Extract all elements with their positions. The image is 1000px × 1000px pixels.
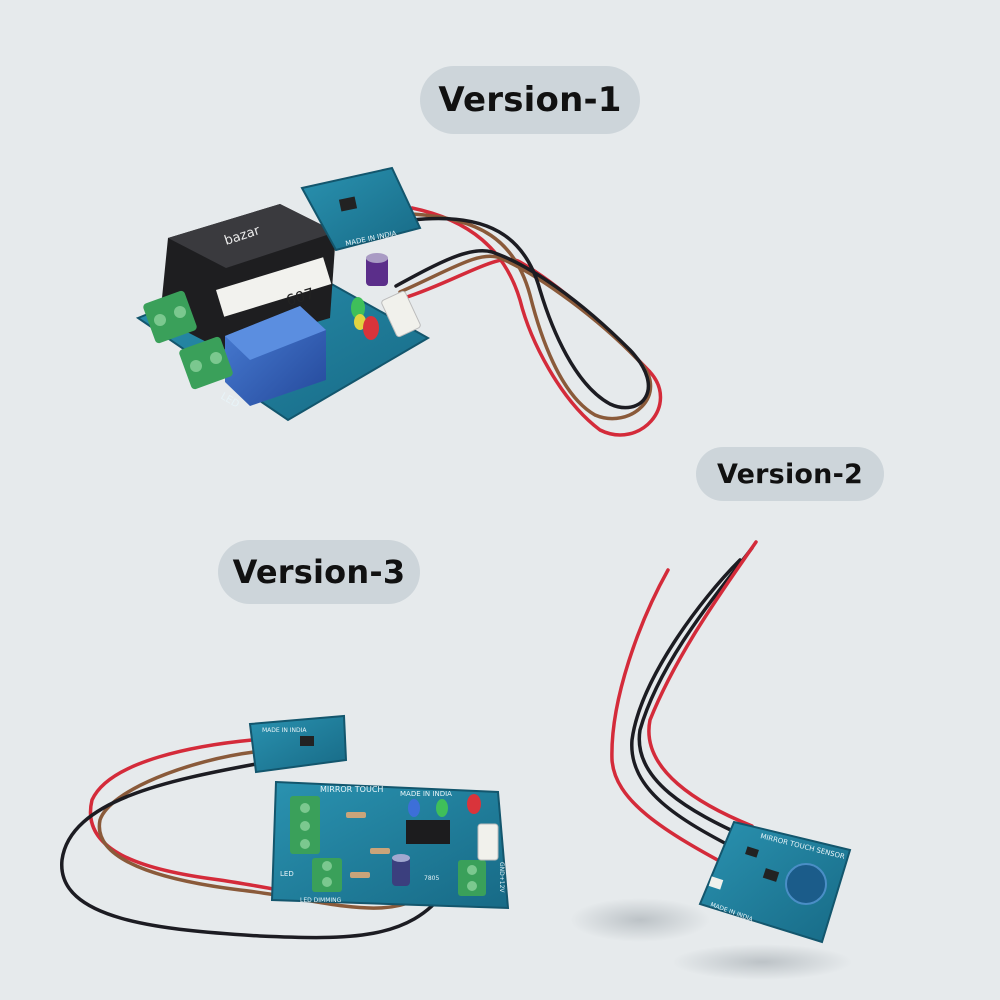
version-3-module: MADE IN INDIA MIRROR TOUCH MADE IN INDIA <box>60 714 510 940</box>
v3-sensor-label: MADE IN INDIA <box>262 727 307 734</box>
version-2-module: MIRROR TOUCH SENSOR MADE IN INDIA <box>570 540 852 980</box>
v3-dimming-label: LED DIMMING <box>300 897 342 904</box>
version-1-module: bazar 607 LED <box>135 166 663 437</box>
v3-sensor-board: MADE IN INDIA <box>248 714 348 774</box>
v3-led-green <box>436 799 448 817</box>
v3-main-pcb: MIRROR TOUCH MADE IN INDIA <box>270 780 510 910</box>
v1-terminal-2 <box>179 336 233 390</box>
v2-wire-black-1 <box>630 558 742 852</box>
v1-led-yellow <box>354 314 366 330</box>
v2-shadow <box>672 944 852 980</box>
v1-led-red <box>363 316 379 340</box>
v3-led-blue <box>408 799 420 817</box>
v1-leds <box>351 297 379 340</box>
v3-terminal-right <box>458 860 486 896</box>
v1-connector <box>381 290 421 338</box>
v3-capacitor <box>392 856 410 886</box>
v2-wire-red-1 <box>610 568 742 874</box>
v3-led-red <box>467 794 481 814</box>
v1-wires <box>394 206 663 437</box>
v3-ic-chip <box>406 820 450 844</box>
v3-connector <box>477 823 499 861</box>
v2-wire-red-2 <box>647 540 758 828</box>
version-3-label: Version-3 <box>218 540 420 604</box>
v2-wire-black-2 <box>637 546 754 840</box>
v3-main-title: MIRROR TOUCH <box>320 785 383 794</box>
v2-wires <box>610 540 758 874</box>
v1-terminal-1 <box>143 290 197 344</box>
v1-capacitor <box>366 253 388 286</box>
v1-relay <box>225 306 326 406</box>
v1-wire-brown <box>398 212 653 421</box>
v3-reg-label: 7805 <box>424 875 439 882</box>
v3-terminal-bottom <box>312 858 342 892</box>
v1-led-green <box>351 297 365 319</box>
v3-led-label: LED <box>280 870 294 878</box>
v3-main-made: MADE IN INDIA <box>400 790 452 798</box>
v1-wire-black <box>394 216 651 410</box>
v2-touch-pad <box>785 863 827 905</box>
version-2-label: Version-2 <box>696 447 884 501</box>
v3-gnd-label: GND+12V <box>498 862 505 893</box>
v1-wire-red <box>402 206 663 437</box>
version-1-label: Version-1 <box>420 66 640 134</box>
v2-shadow-left <box>570 898 710 942</box>
